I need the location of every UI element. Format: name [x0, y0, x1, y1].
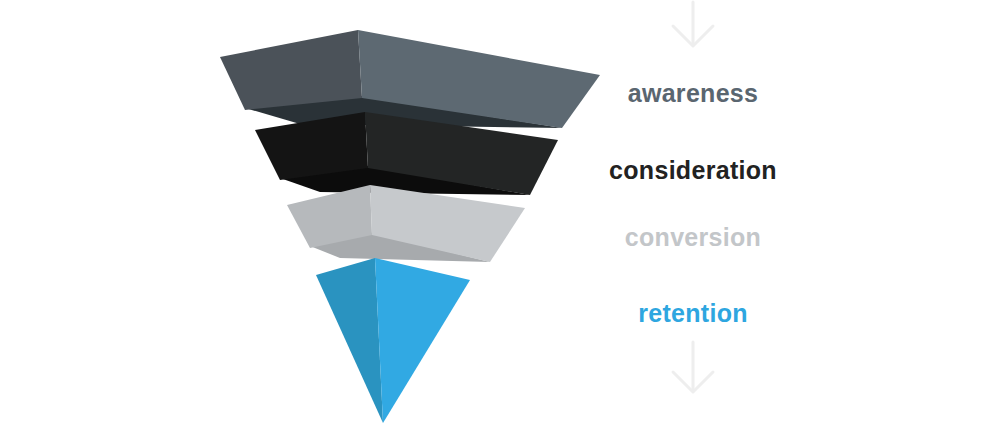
- arrow-head: [673, 26, 713, 46]
- band-face: [365, 112, 558, 195]
- band-face: [287, 185, 372, 248]
- band-face: [370, 185, 525, 262]
- band-face: [375, 258, 470, 423]
- arrow-head: [673, 372, 713, 392]
- band-face: [220, 30, 362, 110]
- arrow-shaft: [692, 342, 695, 390]
- funnel-band: conversion: [285, 183, 763, 264]
- band-shape: [314, 256, 750, 425]
- funnel-band: retention: [314, 256, 750, 425]
- funnel-band: awareness: [218, 28, 760, 130]
- band-face: [358, 30, 600, 128]
- stage-label: awareness: [628, 78, 759, 108]
- stage-label: retention: [638, 298, 748, 328]
- arrow-shaft: [692, 2, 695, 44]
- band-face: [316, 258, 383, 423]
- funnel-band: consideration: [253, 110, 779, 197]
- stage-label: consideration: [609, 155, 777, 185]
- band-face: [255, 112, 368, 180]
- stage-label: conversion: [625, 222, 761, 252]
